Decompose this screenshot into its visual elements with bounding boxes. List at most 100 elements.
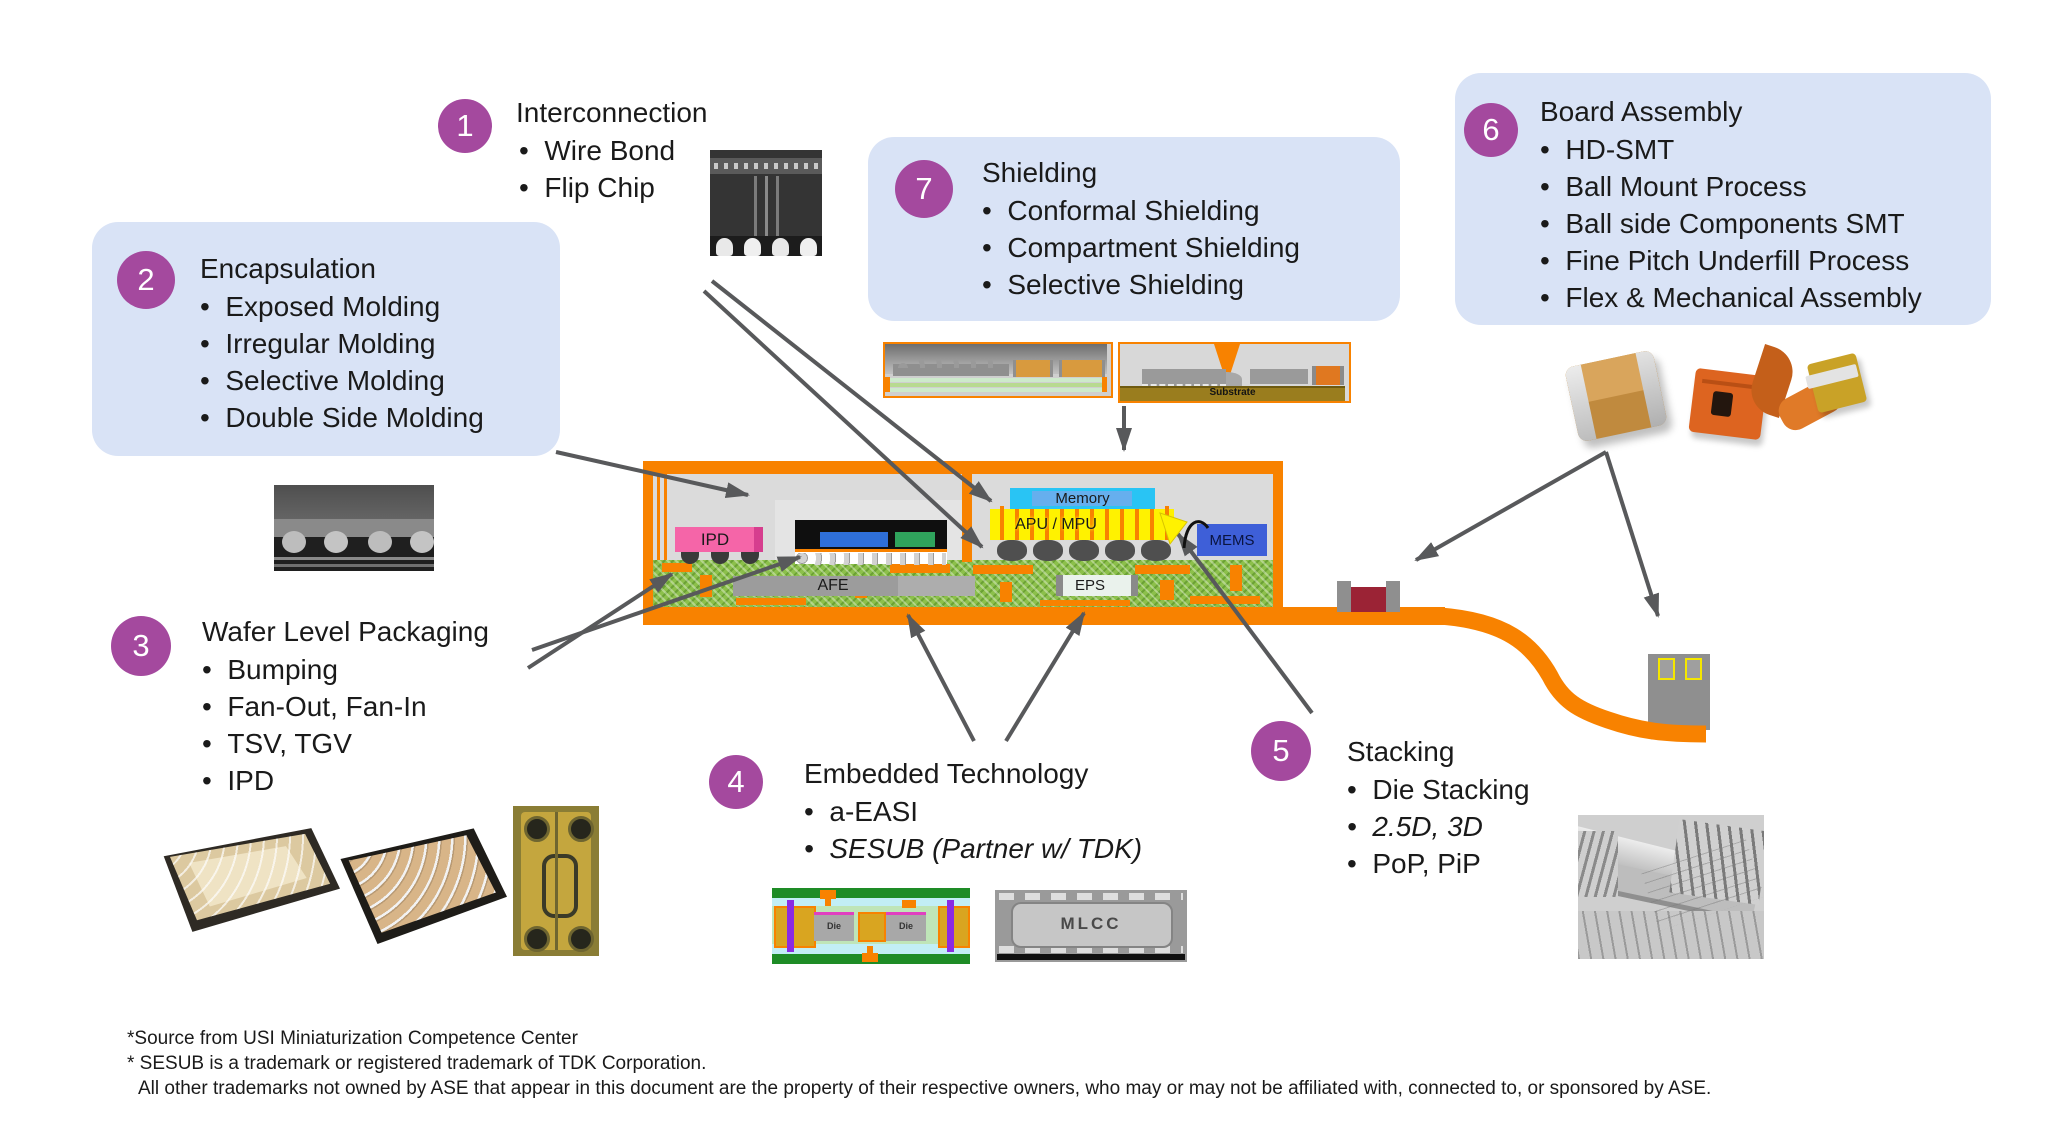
step-circle-interconnection: 1 xyxy=(438,99,492,153)
section-encapsulation: Encapsulation Exposed MoldingIrregular M… xyxy=(200,251,484,436)
footnote-line: * SESUB is a trademark or registered tra… xyxy=(127,1053,707,1074)
section-items: Exposed MoldingIrregular MoldingSelectiv… xyxy=(200,288,484,436)
section-item: PoP, PiP xyxy=(1347,845,1530,882)
section-item: Flex & Mechanical Assembly xyxy=(1540,279,1921,316)
mems-label: MEMS xyxy=(1209,531,1255,549)
section-item: Bumping xyxy=(202,651,489,688)
section-title: Shielding xyxy=(982,157,1098,188)
apu-ball xyxy=(1105,540,1135,561)
section-item: Wire Bond xyxy=(519,132,707,169)
section-item: Double Side Molding xyxy=(200,399,483,436)
section-shielding: Shielding Conformal ShieldingCompartment… xyxy=(982,155,1300,303)
sesub-via xyxy=(902,900,916,908)
flex-pcb-photo xyxy=(1688,340,1868,452)
section-item: SESUB (Partner w/ TDK) xyxy=(804,830,1142,867)
substrate-label: Substrate xyxy=(1209,387,1256,398)
section-title: Stacking xyxy=(1347,736,1455,767)
eps-label: EPS xyxy=(1074,577,1105,594)
step-number: 3 xyxy=(132,628,150,663)
die-label: Die xyxy=(898,921,913,931)
sesub-via xyxy=(825,890,831,906)
substrate-trace xyxy=(1000,582,1012,602)
footnotes: *Source from USI Miniaturization Compete… xyxy=(127,1026,1711,1101)
mlcc-xray-photo: MLCC xyxy=(995,890,1187,962)
section-title: Interconnection xyxy=(516,97,708,128)
section-item: 2.5D, 3D xyxy=(1347,808,1530,845)
connector-post xyxy=(1386,581,1400,612)
apu-ball xyxy=(1141,540,1171,561)
apu-pillars xyxy=(1000,506,1172,540)
conformal-shielding-illustration xyxy=(883,342,1113,398)
section-items: Die Stacking2.5D, 3DPoP, PiP xyxy=(1347,771,1530,882)
arrow-embedded-eps xyxy=(1004,611,1086,743)
apu-ball xyxy=(997,540,1027,561)
mlcc-xray-label: MLCC xyxy=(1060,914,1122,933)
section-title: Board Assembly xyxy=(1540,96,1743,127)
step-number: 6 xyxy=(1482,112,1500,147)
section-items: Wire BondFlip Chip xyxy=(519,132,707,206)
connector-post xyxy=(1337,581,1351,612)
apu-ball xyxy=(1069,540,1099,561)
apu-ball xyxy=(1033,540,1063,561)
memory-label: Memory xyxy=(1055,490,1110,507)
remote-connector-block xyxy=(1648,654,1710,730)
section-item: Flip Chip xyxy=(519,169,707,206)
section-item: HD-SMT xyxy=(1540,131,1922,168)
section-item: Selective Molding xyxy=(200,362,484,399)
sesub-via xyxy=(867,946,873,962)
substrate-trace xyxy=(973,565,1033,574)
substrate-trace xyxy=(890,564,950,573)
module-shield-right xyxy=(1273,461,1283,625)
substrate-trace xyxy=(1230,565,1242,591)
connector-body xyxy=(1351,587,1386,612)
section-item: a-EASI xyxy=(804,793,1142,830)
compartment-shielding-illustration: Substrate xyxy=(1118,342,1351,403)
package-photo-ipd-die xyxy=(513,806,599,956)
section-board-assembly: Board Assembly HD-SMTBall Mount ProcessB… xyxy=(1540,94,1922,316)
apu-mpu-label: APU / MPU xyxy=(1015,516,1097,533)
section-embedded: Embedded Technology a-EASISESUB (Partner… xyxy=(804,756,1142,867)
stacked-die-photo xyxy=(1578,815,1764,959)
substrate-trace xyxy=(1135,565,1190,574)
section-item: Conformal Shielding xyxy=(982,192,1300,229)
section-item: Fine Pitch Underfill Process xyxy=(1540,242,1922,279)
section-item: IPD xyxy=(202,762,489,799)
sesub-cross-section-illustration: Die Die xyxy=(772,888,970,964)
module-shield-left xyxy=(643,461,653,625)
substrate-trace xyxy=(662,563,692,572)
substrate-trace xyxy=(1190,596,1260,604)
step-number: 5 xyxy=(1272,733,1290,768)
substrate-trace xyxy=(1160,580,1174,600)
arrow-board-assembly-1 xyxy=(1414,450,1607,562)
flip-chip-die xyxy=(795,520,947,551)
step-circle-shielding: 7 xyxy=(895,160,953,218)
section-item: TSV, TGV xyxy=(202,725,489,762)
section-item: Die Stacking xyxy=(1347,771,1529,808)
section-item: Exposed Molding xyxy=(200,288,484,325)
section-item: Irregular Molding xyxy=(200,325,484,362)
arrow-board-assembly-2 xyxy=(1604,451,1660,618)
afe-label: AFE xyxy=(817,577,849,594)
step-circle-wafer-level: 3 xyxy=(111,616,171,676)
wire-bond-photo xyxy=(710,150,822,256)
section-item: Ball Mount Process xyxy=(1540,168,1922,205)
substrate-trace xyxy=(700,575,712,597)
step-number: 4 xyxy=(727,764,745,799)
module-shield-top xyxy=(643,461,1283,474)
ipd-label: IPD xyxy=(700,529,730,549)
solder-bump-cross-section-photo xyxy=(274,485,434,571)
step-circle-encapsulation: 2 xyxy=(117,251,175,309)
step-circle-board-assembly: 6 xyxy=(1464,103,1518,157)
memory-block xyxy=(1010,488,1155,509)
section-stacking: Stacking Die Stacking2.5D, 3DPoP, PiP xyxy=(1347,734,1530,882)
section-item: Compartment Shielding xyxy=(982,229,1300,266)
module-left-trace xyxy=(657,474,660,560)
step-number: 7 xyxy=(915,171,933,206)
step-number: 2 xyxy=(137,262,155,297)
module-left-trace xyxy=(664,474,667,560)
section-item: Ball side Components SMT xyxy=(1540,205,1922,242)
section-title: Wafer Level Packaging xyxy=(202,616,489,647)
substrate-trace xyxy=(1040,600,1130,606)
step-circle-stacking: 5 xyxy=(1251,721,1311,781)
